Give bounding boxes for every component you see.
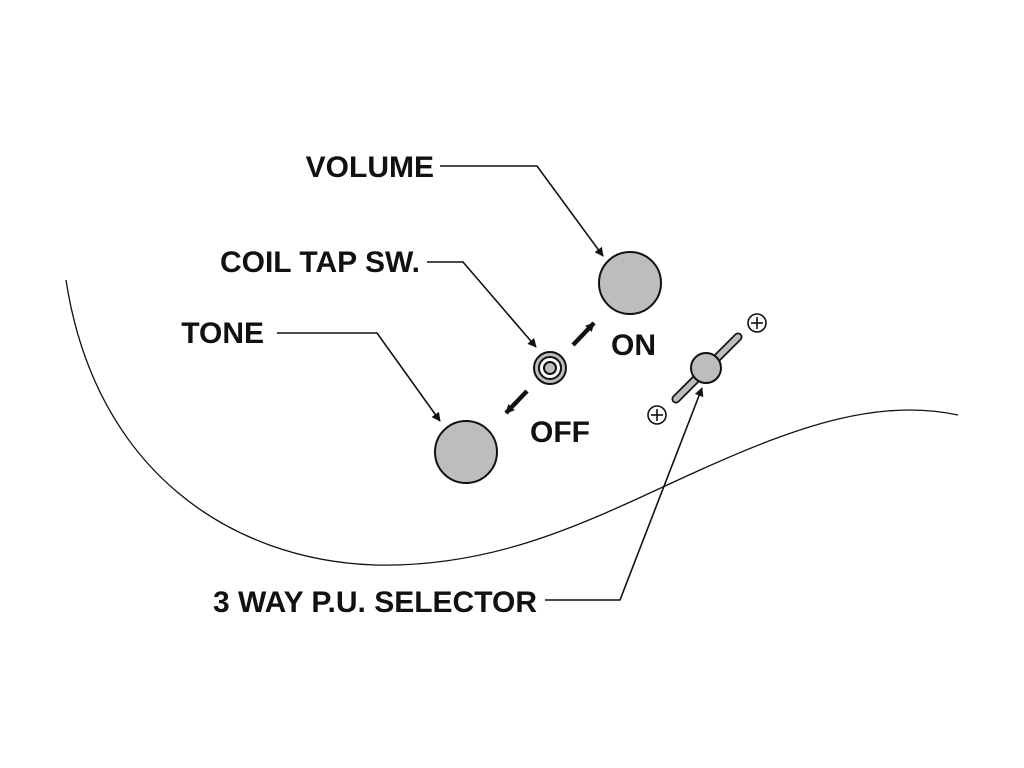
tone-label: TONE [181,317,264,350]
pickup-selector-switch [671,332,743,404]
volume-label: VOLUME [306,151,434,184]
volume-leader-line [440,165,604,257]
coil-tap-switch [533,351,567,385]
off-label: OFF [530,416,590,449]
guitar-body-outline [65,279,959,566]
screw-icon [747,313,767,333]
selector-leader-line [545,387,704,601]
off-direction-arrow [504,389,529,415]
coil-tap-label: COIL TAP SW. [220,246,420,279]
tone-leader-line [277,332,441,422]
coil-tap-leader-line [427,261,537,348]
tone-knob [434,420,498,484]
on-label: ON [611,329,656,362]
on-direction-arrow [571,321,596,347]
volume-knob [598,251,662,315]
screw-icon [647,405,667,425]
pickup-selector-label: 3 WAY P.U. SELECTOR [213,586,537,619]
